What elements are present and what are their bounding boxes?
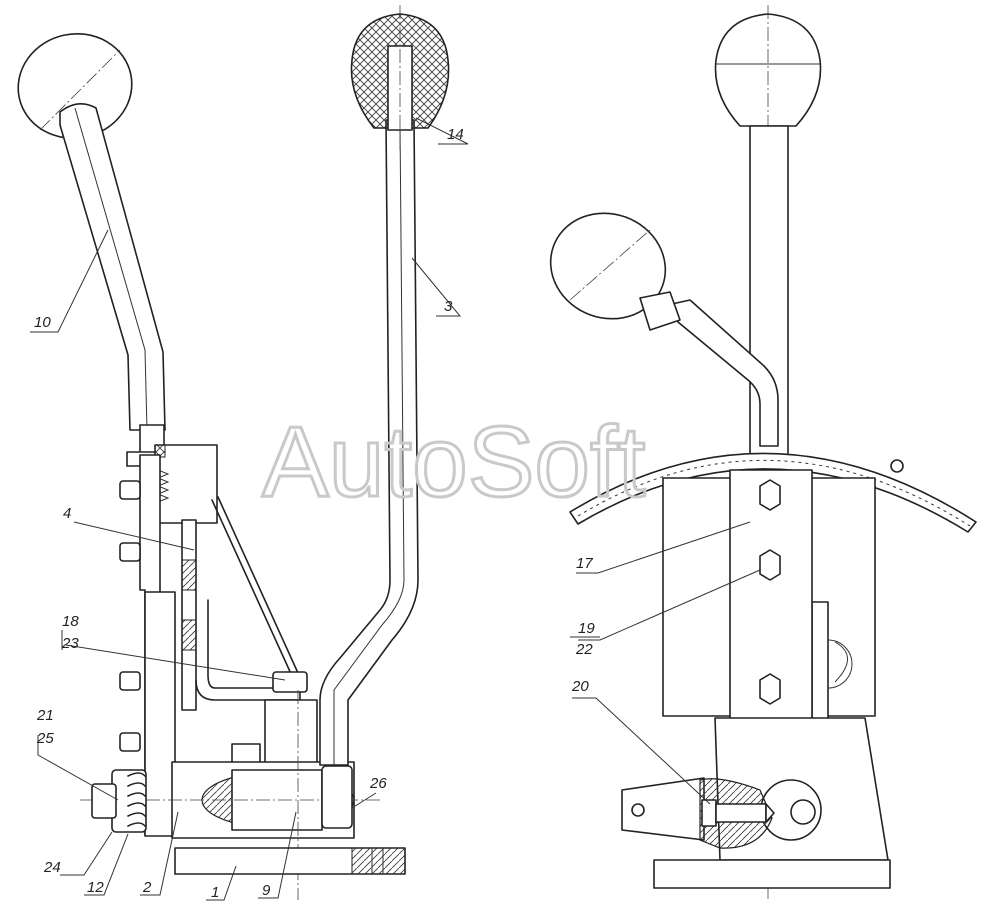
lever-10-tube [59,103,166,431]
leader-lines [30,117,761,901]
callout-26: 26 [369,775,387,792]
callout-21: 21 [36,707,54,724]
side-lever [671,299,779,447]
callout-12: 12 [87,879,104,896]
callout-23: 23 [61,635,79,652]
nut-18 [272,671,308,693]
side-bolts [119,480,141,752]
callout-3: 3 [444,298,453,315]
callout-10: 10 [34,314,51,331]
callout-9: 9 [262,882,271,899]
callout-1: 1 [211,884,219,901]
lever-3-tube [319,119,419,766]
housing-block [264,699,318,767]
callout-17: 17 [576,555,593,572]
watermark: AutoSoft [262,406,646,518]
callout-4: 4 [63,505,71,522]
side-lever-knob [549,212,667,320]
side-view [17,5,450,900]
callout-14: 14 [447,126,464,143]
callout-24: 24 [43,859,61,876]
callout-20: 20 [571,678,589,695]
front-view [549,5,977,900]
callout-22: 22 [575,641,593,658]
callout-19: 19 [578,620,595,637]
callout-18: 18 [62,613,79,630]
callout-2: 2 [142,879,152,896]
spring-assembly [91,769,147,833]
end-nut-26 [321,765,353,829]
callout-labels: 10 14 3 4 18 23 21 25 26 24 12 2 1 9 17 … [34,126,595,901]
callout-25: 25 [36,730,54,747]
